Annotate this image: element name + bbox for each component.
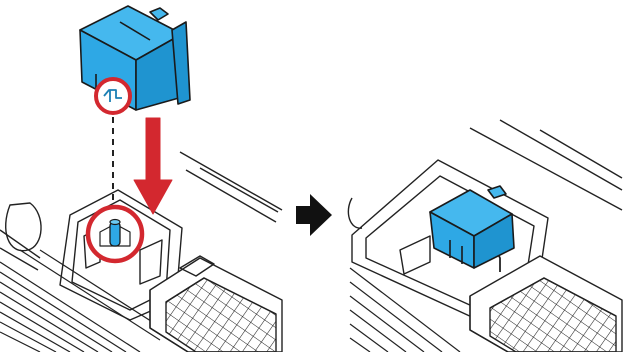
mesh-tray-after	[470, 256, 622, 352]
panel-before	[0, 6, 282, 352]
hatched-ramp-after	[350, 268, 460, 352]
blue-cap-installed	[430, 186, 514, 268]
wheel-arc	[6, 203, 41, 251]
callout-circle-bottom	[88, 207, 142, 261]
rails-upper	[180, 152, 282, 222]
panel-after	[348, 120, 622, 352]
alignment-pin	[110, 222, 120, 246]
callout-circle-top	[96, 79, 130, 113]
right-arrow-icon	[296, 194, 332, 236]
mesh-tray	[150, 256, 282, 352]
hatched-ramp	[0, 250, 168, 352]
insert-arrow	[134, 118, 172, 214]
